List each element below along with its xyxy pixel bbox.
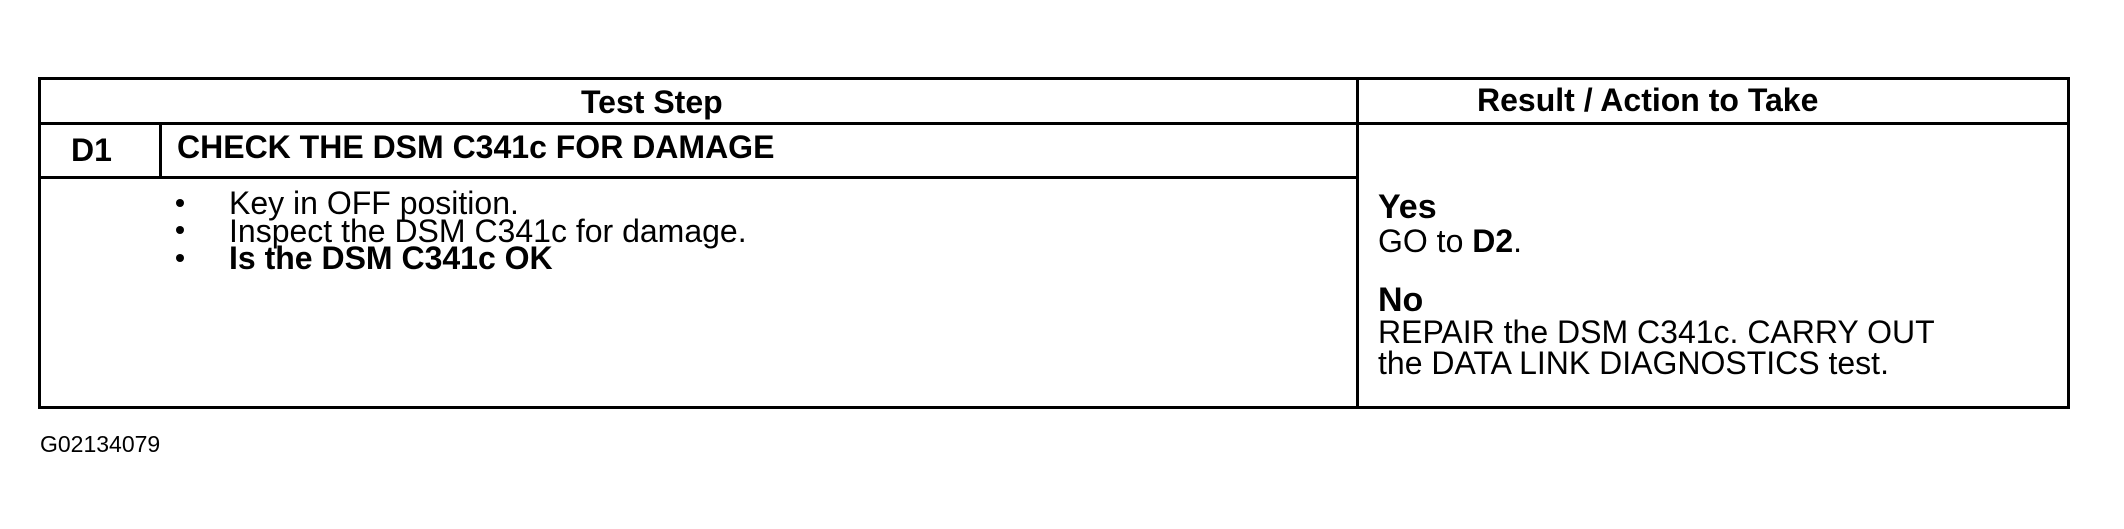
step-id-divider bbox=[159, 122, 162, 176]
diagnostic-table: Test Step Result / Action to Take D1 CHE… bbox=[38, 77, 2070, 409]
instruction-question: Is the DSM C341c OK bbox=[229, 240, 553, 276]
result-yes-target: D2 bbox=[1472, 223, 1514, 259]
result-yes-suffix: . bbox=[1513, 223, 1523, 259]
result-no-label: No bbox=[1378, 281, 1424, 319]
step-title-divider bbox=[41, 176, 1359, 179]
bullet-marker bbox=[176, 254, 184, 262]
result-no-action-line1: REPAIR the DSM C341c. CARRY OUT bbox=[1378, 314, 1935, 350]
step-title: CHECK THE DSM C341c FOR DAMAGE bbox=[177, 129, 775, 165]
bullet-marker bbox=[176, 226, 184, 234]
result-yes-action: GO to D2. bbox=[1378, 225, 1522, 257]
result-yes-label: Yes bbox=[1378, 188, 1437, 226]
column-divider bbox=[1356, 80, 1359, 406]
header-result-action: Result / Action to Take bbox=[1477, 82, 1819, 118]
bullet-marker bbox=[176, 199, 184, 207]
header-test-step: Test Step bbox=[581, 84, 723, 120]
instruction-item: Key in OFF position. bbox=[229, 185, 519, 221]
result-yes-prefix: GO to bbox=[1378, 223, 1464, 259]
instruction-item: Inspect the DSM C341c for damage. bbox=[229, 213, 747, 249]
figure-id: G02134079 bbox=[40, 431, 161, 457]
step-id: D1 bbox=[71, 132, 112, 168]
header-divider bbox=[41, 122, 2067, 125]
result-no-action-line2: the DATA LINK DIAGNOSTICS test. bbox=[1378, 345, 1889, 381]
